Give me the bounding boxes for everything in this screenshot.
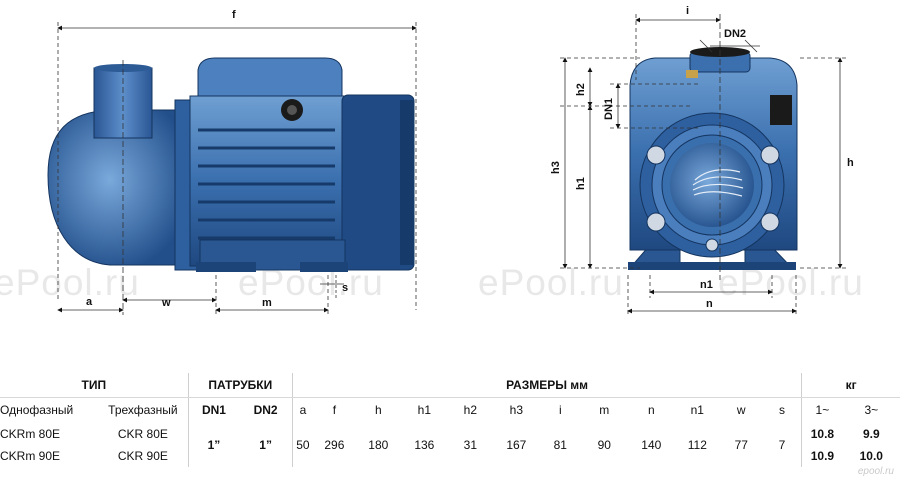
cell-weight-3ph: 10.0 (859, 449, 883, 463)
cell-dn1: 1” (187, 423, 240, 467)
subheader-dn2: DN2 (253, 403, 278, 418)
group-ports: ПАТРУБКИ (187, 373, 293, 398)
model-single-phase: CKRm 90E (0, 449, 61, 463)
subheader-dim-s: s (778, 403, 785, 418)
subheader-single-phase: Однофазный (0, 403, 74, 418)
subheader-weight-3ph: 3~ (864, 403, 879, 418)
group-type: ТИП (0, 373, 189, 398)
table-row: CKRm 90E CKR 90E 10.9 10.0 (0, 445, 900, 467)
cell-weight-1ph: 10.8 (801, 423, 843, 445)
side-view (47, 57, 415, 272)
table-subheader: Однофазный Трехфазный DN1 DN2 a f h h1 h… (0, 397, 900, 423)
front-view (628, 47, 798, 270)
subheader-dim-h2: h2 (463, 403, 478, 418)
cell-dim-i: 81 (553, 438, 567, 452)
cell-dim-f: 296 (324, 438, 345, 452)
subheader-dim-a: a (291, 397, 313, 423)
cell-dim-h1: 136 (414, 438, 435, 452)
technical-drawing: ePool.ru ePool.ru ePool.ru ePool.ru (0, 5, 863, 315)
cell-dim-h2: 31 (463, 438, 478, 452)
subheader-dim-n: n (647, 403, 655, 418)
group-weight: кг (801, 373, 900, 398)
cell-dim-h: 180 (368, 438, 389, 452)
model-three-phase: CKR 90E (117, 449, 168, 463)
dim-label-m: m (262, 297, 272, 309)
subheader-dim-h3: h3 (509, 403, 524, 418)
subheader-dim-w: w (736, 403, 746, 418)
dim-label-h1: h1 (575, 177, 587, 190)
dim-label-h3: h3 (550, 161, 562, 174)
watermark: ePool.ru (0, 262, 140, 303)
dim-label-w: w (161, 297, 171, 309)
group-sizes: РАЗМЕРЫ мм (291, 373, 802, 398)
cell-dim-n1: 112 (687, 438, 707, 452)
cell-dn2: 1” (259, 438, 272, 452)
subheader-dn1: DN1 (187, 397, 240, 423)
table-group-header: ТИП ПАТРУБКИ РАЗМЕРЫ мм кг (0, 373, 900, 398)
cell-dim-n: 140 (641, 438, 662, 452)
dim-label-s: s (342, 282, 348, 294)
cell-dim-m: 90 (597, 438, 611, 452)
dim-label-h2: h2 (575, 83, 587, 96)
front-dimensions (560, 14, 846, 315)
subheader-dim-n1: n1 (690, 403, 704, 418)
cell-dim-s: 7 (778, 438, 786, 452)
cell-weight-3ph: 9.9 (862, 427, 880, 441)
model-single-phase: CKRm 80E (0, 427, 61, 441)
dim-label-i: i (686, 5, 689, 17)
subheader-dim-h1: h1 (417, 403, 431, 418)
subheader-dim-f: f (332, 403, 337, 418)
model-three-phase: CKR 80E (117, 427, 168, 441)
subheader-dim-m: m (599, 403, 610, 418)
dim-label-n1: n1 (700, 279, 713, 291)
subheader-dim-h: h (374, 403, 382, 418)
subheader-three-phase: Трехфазный (108, 403, 178, 418)
cell-dim-w: 77 (734, 438, 748, 452)
dim-label-a: a (86, 296, 93, 308)
dim-label-f: f (232, 9, 236, 21)
cell-dim-a: 50 (291, 423, 313, 467)
dim-label-dn1: DN1 (603, 98, 615, 120)
corner-logo: epool.ru (857, 466, 894, 477)
watermark: ePool.ru (478, 262, 624, 303)
subheader-weight-1ph: 1~ (801, 397, 843, 423)
subheader-dim-i: i (558, 403, 562, 418)
cell-dim-h3: 167 (506, 438, 527, 452)
table-row: CKRm 80E CKR 80E 1” 1” 50 296 180 136 31… (0, 423, 900, 467)
dim-label-n: n (706, 298, 713, 310)
spec-table: ТИП ПАТРУБКИ РАЗМЕРЫ мм кг Однофазный Тр… (0, 373, 900, 467)
dim-label-h: h (847, 157, 854, 169)
pump-drawing-svg: f a w m s (47, 5, 854, 315)
side-dimensions (57, 22, 417, 315)
cell-weight-1ph: 10.9 (801, 445, 843, 467)
dim-label-dn2: DN2 (724, 28, 746, 40)
